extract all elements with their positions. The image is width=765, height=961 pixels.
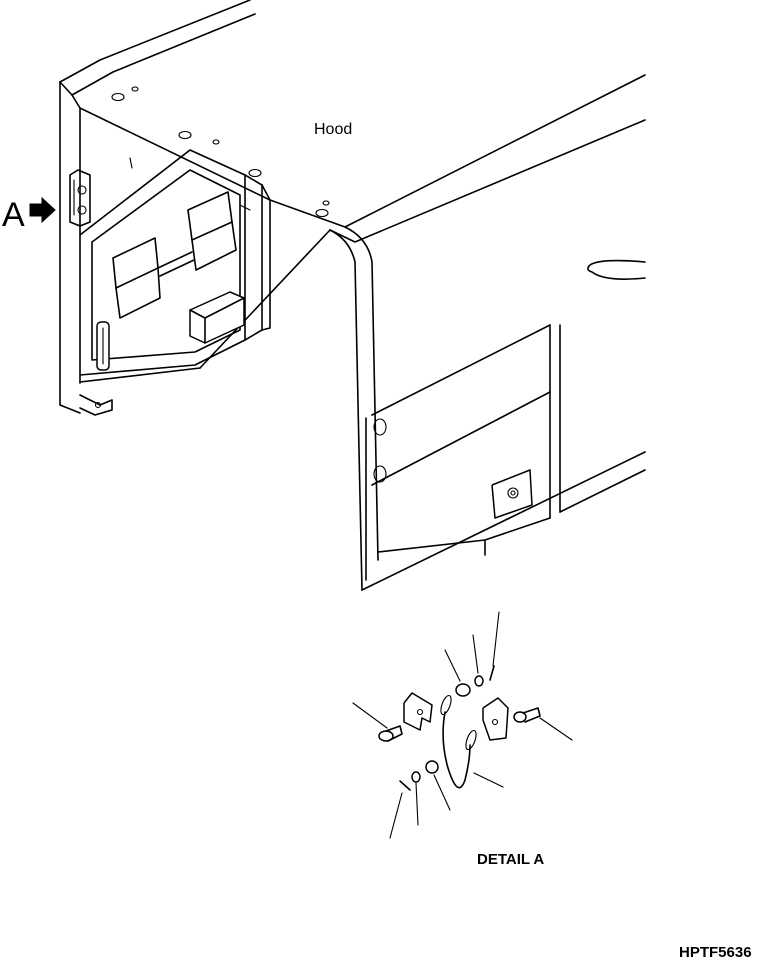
plate-icon xyxy=(482,697,509,741)
bolt-icon xyxy=(378,725,403,742)
bolt-icon xyxy=(513,707,541,723)
view-a-arrow xyxy=(29,196,56,224)
detail-a-view xyxy=(352,611,573,839)
cable-icon xyxy=(440,694,477,789)
nut-icon xyxy=(455,683,471,697)
washer-icon xyxy=(474,675,484,687)
hood-label: Hood xyxy=(314,121,353,138)
detail-a-title: DETAIL A xyxy=(477,851,545,868)
leader-lines xyxy=(352,611,573,839)
view-a-label: A xyxy=(2,196,25,234)
cab-frame xyxy=(59,0,330,414)
hood-interior xyxy=(69,149,331,416)
nut-icon xyxy=(425,760,439,774)
bracket-icon xyxy=(403,692,433,731)
pin-icon xyxy=(399,780,411,791)
hood-body xyxy=(269,74,646,591)
drawing-number: HPTF5636 xyxy=(679,944,752,961)
pin-icon xyxy=(489,665,495,681)
washer-icon xyxy=(411,771,421,783)
